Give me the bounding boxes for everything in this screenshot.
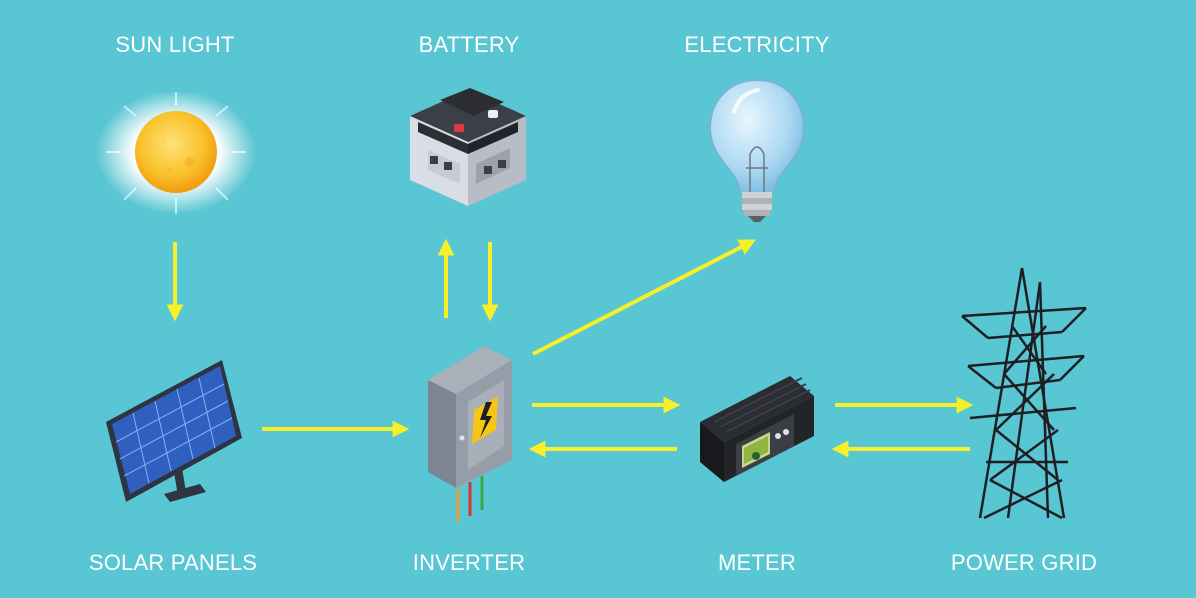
arrow-inverter-to-electricity [532,239,756,356]
label-battery: BATTERY [418,32,520,57]
power-tower-icon [961,267,1087,520]
label-sunlight: SUN LIGHT [115,32,235,57]
label-power-grid: POWER GRID [950,550,1098,575]
solar-panel-icon [106,360,242,502]
label-inverter: INVERTER [412,550,526,575]
sun-icon [96,92,256,214]
meter-controller-icon [700,376,814,482]
label-electricity: ELECTRICITY [684,32,830,57]
label-meter: METER [718,550,796,575]
battery-icon [410,88,526,206]
label-solar-panels: SOLAR PANELS [88,550,258,575]
light-bulb-icon [708,78,806,222]
inverter-box-icon [428,346,512,522]
